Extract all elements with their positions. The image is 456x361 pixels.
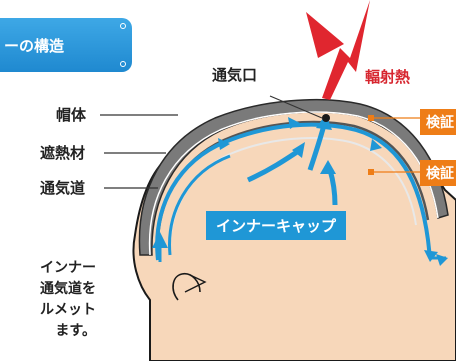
verification-tag: 検証 bbox=[420, 109, 456, 135]
flow-arrow bbox=[424, 250, 438, 262]
label-shell: 帽体 bbox=[56, 106, 87, 124]
inner-cap-label: インナーキャップ bbox=[206, 211, 347, 240]
leader-line bbox=[269, 95, 323, 119]
verification-tag: 検証 bbox=[420, 160, 456, 186]
banner-dot bbox=[120, 61, 126, 67]
description-line: 通気道を bbox=[40, 281, 96, 297]
description-line: インナー bbox=[40, 260, 96, 276]
ear bbox=[172, 272, 201, 301]
flow-arrow bbox=[152, 232, 168, 248]
flow-arrow bbox=[218, 138, 230, 150]
helmet-shell bbox=[138, 98, 449, 256]
flow-arrow bbox=[316, 114, 332, 130]
airflow-channel bbox=[155, 122, 432, 261]
label-radiant-heat: 輻射熱 bbox=[365, 68, 411, 86]
label-vent: 通気口 bbox=[212, 66, 258, 84]
label-insulation: 遮熱材 bbox=[40, 144, 86, 162]
description-line: ます。 bbox=[55, 323, 96, 339]
flow-arrow bbox=[320, 160, 336, 174]
label-air-channel: 通気道 bbox=[40, 179, 86, 197]
description-line: ルメット bbox=[40, 302, 96, 318]
banner-dot bbox=[120, 23, 126, 29]
flow-arrow bbox=[370, 139, 382, 151]
banner-title: ーの構造 bbox=[4, 36, 65, 55]
flow-arrow bbox=[292, 142, 305, 158]
section-banner: ーの構造 bbox=[0, 18, 132, 72]
flow-arrow bbox=[288, 117, 300, 129]
description-text: インナー 通気道を ルメット ます。 bbox=[0, 258, 96, 342]
radiant-heat-arrow bbox=[322, 0, 370, 100]
vent-dot bbox=[322, 114, 330, 122]
